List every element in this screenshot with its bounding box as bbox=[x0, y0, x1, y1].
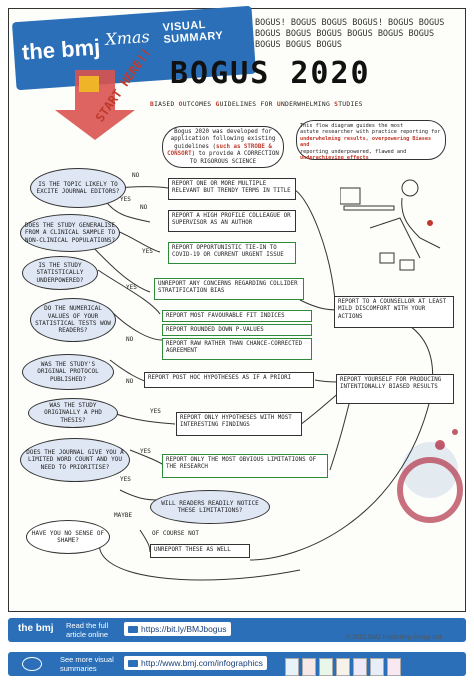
footer-read-bar: the bmj Read the full article online htt… bbox=[8, 618, 466, 642]
eye-icon bbox=[22, 657, 42, 671]
action-trendy-terms: REPORT ONE OR MORE MULTIPLE RELEVANT BUT… bbox=[168, 178, 296, 200]
footer-brand: the bmj bbox=[18, 623, 54, 634]
start-here-arrow bbox=[55, 70, 135, 140]
edge-label-of-course-not: OF COURSE NOT bbox=[152, 530, 199, 537]
question-protocol-published: WAS THE STUDY'S ORIGINAL PROTOCOL PUBLIS… bbox=[22, 354, 114, 390]
question-generalise: DOES THE STUDY GENERALISE FROM A CLINICA… bbox=[20, 214, 120, 252]
question-readers-notice: WILL READERS READILY NOTICE THESE LIMITA… bbox=[150, 490, 270, 524]
action-unreport-these: UNREPORT THESE AS WELL bbox=[150, 544, 250, 558]
action-collider-bias: UNREPORT ANY CONCERNS REGARDING COLLIDER… bbox=[154, 278, 304, 300]
edge-label-yes: YES bbox=[126, 284, 137, 291]
action-post-hoc: REPORT POST HOC HYPOTHESES AS IF A PRIOR… bbox=[144, 372, 314, 388]
researcher-illustration bbox=[340, 179, 441, 271]
action-raw-agreement: REPORT RAW RATHER THAN CHANCE-CORRECTED … bbox=[162, 338, 312, 360]
question-word-count: DOES THE JOURNAL GIVE YOU A LIMITED WORD… bbox=[20, 438, 130, 482]
action-report-counsellor: REPORT TO A COUNSELLOR AT LEAST MILD DIS… bbox=[334, 296, 454, 328]
edge-label-no: NO bbox=[126, 336, 134, 343]
edge-label-no: NO bbox=[126, 378, 134, 385]
flow-note-cloud: This flow diagram guides the most astute… bbox=[296, 120, 446, 161]
edge-label-yes: YES bbox=[120, 476, 131, 483]
edge-label-maybe: MAYBE bbox=[114, 512, 133, 519]
edge-label-yes: YES bbox=[150, 408, 161, 415]
infographic-thumbnails[interactable] bbox=[285, 658, 401, 676]
question-wow-readers: DO THE NUMERICAL VALUES OF YOUR STATISTI… bbox=[30, 298, 116, 342]
question-phd-thesis: WAS THE STUDY ORIGINALLY A PHD THESIS? bbox=[28, 398, 118, 428]
link-icon bbox=[128, 625, 138, 633]
bogus-doodle-text: BOGUS! BOGUS BOGUS BOGUS! BOGUS BOGUS BO… bbox=[255, 18, 445, 50]
question-underpowered: IS THE STUDY STATISTICALLY UNDERPOWERED? bbox=[22, 256, 98, 290]
edge-label-no: NO bbox=[140, 204, 148, 211]
edge-label-no: NO bbox=[132, 172, 140, 179]
edge-label-yes: YES bbox=[120, 196, 131, 203]
action-high-profile-author: REPORT A HIGH PROFILE COLLEAGUE OR SUPER… bbox=[168, 210, 296, 232]
action-obvious-limitations: REPORT ONLY THE MOST OBVIOUS LIMITATIONS… bbox=[162, 454, 328, 478]
action-report-yourself: REPORT YOURSELF FOR PRODUCING INTENTIONA… bbox=[336, 374, 454, 404]
bmj-logo: the bmj bbox=[21, 34, 101, 65]
question-no-shame: HAVE YOU NO SENSE OF SHAME? bbox=[26, 520, 110, 554]
visual-summary-label: VISUAL SUMMARY bbox=[162, 18, 224, 46]
copyright-text: © 2021 BMJ Publishing Group Ltd. bbox=[346, 634, 444, 641]
action-rounded-p-values: REPORT ROUNDED DOWN P-VALUES bbox=[162, 324, 312, 336]
action-interesting-hypotheses: REPORT ONLY HYPOTHESES WITH MOST INTERES… bbox=[176, 412, 302, 436]
intro-cloud: Bogus 2020 was developed for application… bbox=[162, 126, 284, 168]
link-icon bbox=[128, 659, 138, 667]
read-article-label: Read the full article online bbox=[66, 621, 109, 639]
more-visuals-label: See more visual summaries bbox=[60, 655, 114, 673]
article-link[interactable]: https://bit.ly/BMJbogus bbox=[124, 622, 231, 636]
question-excite-editors: IS THE TOPIC LIKELY TO EXCITE JOURNAL ED… bbox=[30, 168, 126, 208]
edge-label-yes: YES bbox=[140, 448, 151, 455]
page-title: BOGUS 2020 bbox=[170, 56, 371, 91]
action-covid-tie-in: REPORT OPPORTUNISTIC TIE-IN TO COVID-19 … bbox=[168, 242, 296, 264]
edge-label-yes: YES bbox=[142, 248, 153, 255]
infographics-link[interactable]: http://www.bmj.com/infographics bbox=[124, 656, 267, 670]
action-fit-indices: REPORT MOST FAVOURABLE FIT INDICES bbox=[162, 310, 312, 322]
acronym-subtitle: BIASED OUTCOMES GUIDELINES FOR UNDERWHEL… bbox=[150, 101, 363, 108]
